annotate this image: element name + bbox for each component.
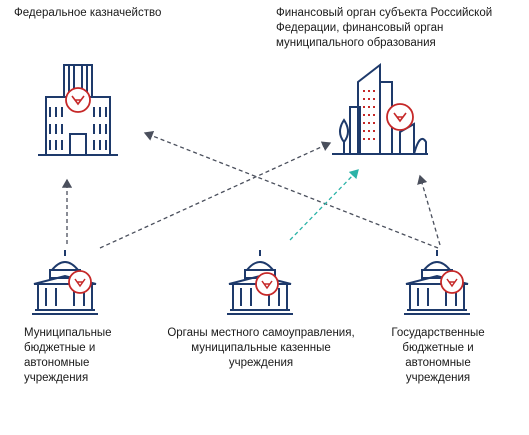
financial-body-label-line: Федерации, финансовый орган — [276, 22, 444, 34]
local-government-icon — [227, 250, 293, 315]
local-government-label-line: учреждения — [228, 357, 294, 369]
arrow-municipal-to-financial-body — [99, 141, 332, 249]
financial-body-building-icon — [332, 62, 428, 155]
state-label-line: автономные — [405, 357, 471, 369]
municipal-label-line: автономные — [24, 357, 90, 369]
arrow-state-to-financial-body — [417, 174, 441, 246]
municipal-label-line: бюджетные и — [24, 342, 96, 354]
municipal-label-line: учреждения — [24, 372, 89, 384]
state-label-line: Государственные — [391, 327, 485, 339]
financial-body-label-line: муниципального образования — [276, 37, 436, 49]
state-label-line: учреждения — [405, 372, 471, 384]
financial-body-label-line: Финансовый орган субъекта Российской — [276, 7, 493, 19]
arrow-local-gov-to-financial-body — [289, 169, 359, 241]
local-government-label: Органы местного самоуправления, муниципа… — [158, 326, 364, 371]
local-government-label-line: муниципальные казенные — [191, 342, 331, 354]
federal-treasury-label: Федеральное казначейство — [14, 7, 162, 19]
state-label-line: бюджетные и — [402, 342, 474, 354]
municipal-institutions-label: Муниципальные бюджетные и автономные учр… — [24, 326, 112, 386]
arrow-state-to-treasury — [143, 131, 439, 249]
financial-body-label: Финансовый орган субъекта Российской Фед… — [276, 6, 492, 51]
state-institutions-label: Государственные бюджетные и автономные у… — [380, 326, 496, 386]
state-institutions-icon — [404, 250, 470, 315]
local-government-label-line: Органы местного самоуправления, — [167, 327, 355, 339]
municipal-label-line: Муниципальные — [24, 327, 112, 339]
municipal-institutions-icon — [32, 250, 98, 315]
treasury-building-icon — [38, 64, 118, 156]
